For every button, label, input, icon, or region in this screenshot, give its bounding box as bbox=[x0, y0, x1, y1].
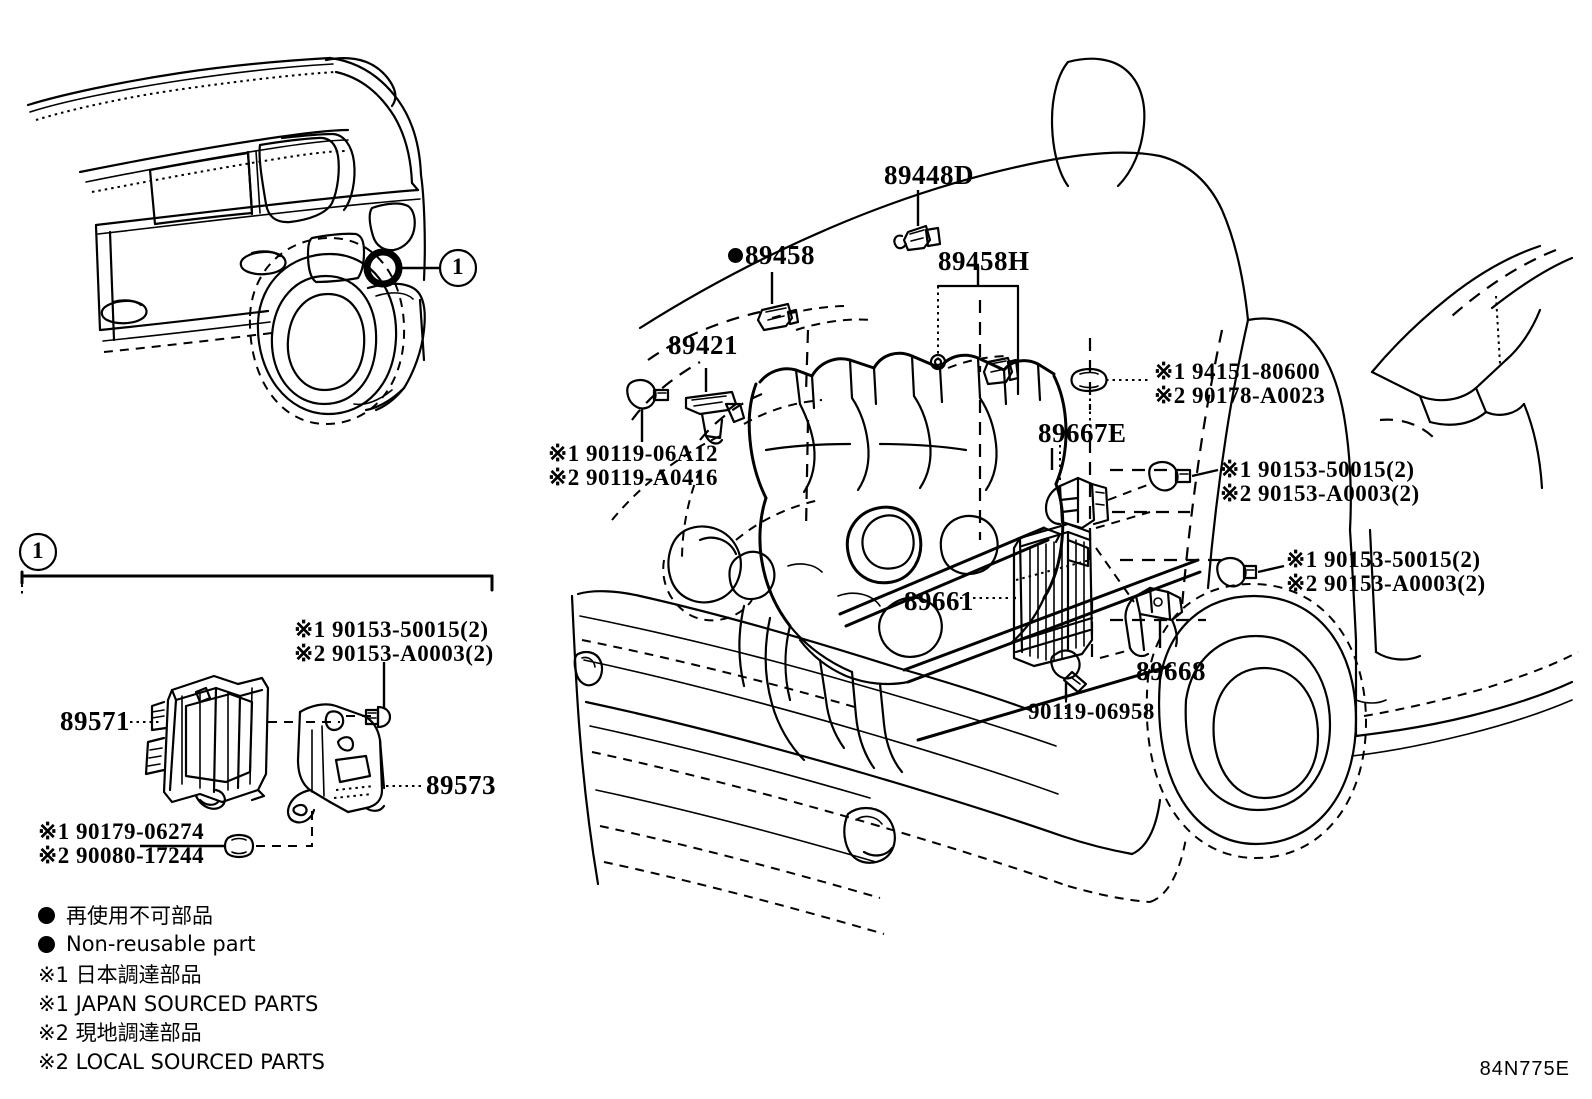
label-group-90119-2: ※2 90119-A0416 bbox=[548, 465, 719, 490]
bolt-90119-06958 bbox=[1050, 649, 1088, 714]
legend-japan-sourced-jp: ※1 日本調達部品 bbox=[38, 963, 202, 987]
label-89571: 89571 bbox=[60, 706, 130, 736]
nut-90179-inset bbox=[140, 806, 313, 859]
label-89573: 89573 bbox=[426, 770, 496, 800]
bolt-90153-lower bbox=[1216, 556, 1285, 588]
drawing-code: 84N775E bbox=[1479, 1058, 1570, 1080]
vehicle-rear-quarter-view bbox=[26, 56, 440, 426]
label-group-90179-2: ※2 90080-17244 bbox=[38, 843, 205, 868]
engine-bay-view bbox=[570, 57, 1579, 935]
label-group-90119-1: ※1 90119-06A12 bbox=[548, 441, 719, 466]
label-89458H: 89458H bbox=[938, 246, 1030, 276]
label-group-90153a-1: ※1 90153-50015(2) bbox=[1220, 457, 1415, 482]
balloon-number-top: 1 bbox=[452, 254, 464, 279]
label-89667E: 89667E bbox=[1038, 418, 1127, 448]
part-89448D-sensor bbox=[893, 190, 942, 252]
label-group-90153c-1: ※1 90153-50015(2) bbox=[294, 617, 489, 642]
label-group-90153b-1: ※1 90153-50015(2) bbox=[1286, 547, 1481, 572]
bolt-90119-left bbox=[626, 378, 670, 442]
callout-balloon-1-top bbox=[438, 248, 478, 288]
label-group-90179-1: ※1 90179-06274 bbox=[38, 819, 205, 844]
filled-circle-icon bbox=[38, 906, 55, 924]
label-90119-06958: 90119-06958 bbox=[1028, 699, 1155, 724]
label-group-90153c-2: ※2 90153-A0003(2) bbox=[294, 641, 494, 666]
part-89421-sensor bbox=[684, 368, 746, 445]
label-89448D: 89448D bbox=[884, 160, 974, 190]
filled-circle-icon bbox=[38, 935, 55, 953]
label-89458: 89458 bbox=[728, 240, 815, 270]
legend-local-sourced-en: ※2 LOCAL SOURCED PARTS bbox=[38, 1050, 325, 1074]
label-group-94151-1: ※1 94151-80600 bbox=[1154, 359, 1321, 384]
label-89668: 89668 bbox=[1136, 656, 1206, 686]
legend-local-sourced-jp: ※2 現地調達部品 bbox=[38, 1021, 202, 1045]
label-89421: 89421 bbox=[668, 330, 738, 360]
bolt-90153-upper bbox=[1095, 460, 1219, 529]
legend-japan-sourced-en: ※1 JAPAN SOURCED PARTS bbox=[38, 992, 319, 1016]
part-89661-ecu bbox=[960, 522, 1094, 668]
part-89667E-bracket bbox=[1044, 440, 1110, 530]
part-89458H-bracket bbox=[929, 266, 1020, 396]
part-89668-bracket bbox=[1124, 586, 1184, 658]
legend-non-reusable-jp: 再使用不可部品 bbox=[38, 900, 213, 930]
nut-94151 bbox=[1070, 367, 1150, 440]
label-group-94151-2: ※2 90178-A0023 bbox=[1154, 383, 1326, 408]
non-reusable-marker-icon bbox=[728, 248, 743, 263]
bolt-90153-inset bbox=[364, 662, 392, 729]
label-89661: 89661 bbox=[904, 586, 974, 616]
part-89458-sensor bbox=[756, 272, 800, 332]
label-group-90153a-2: ※2 90153-A0003(2) bbox=[1220, 481, 1420, 506]
inset-panel-frame bbox=[18, 532, 494, 596]
label-group-90153b-2: ※2 90153-A0003(2) bbox=[1286, 571, 1486, 596]
balloon-number-inset: 1 bbox=[32, 538, 44, 563]
inset-ecu-assembly bbox=[130, 662, 424, 859]
legend-non-reusable-en: Non-reusable part bbox=[38, 932, 255, 956]
